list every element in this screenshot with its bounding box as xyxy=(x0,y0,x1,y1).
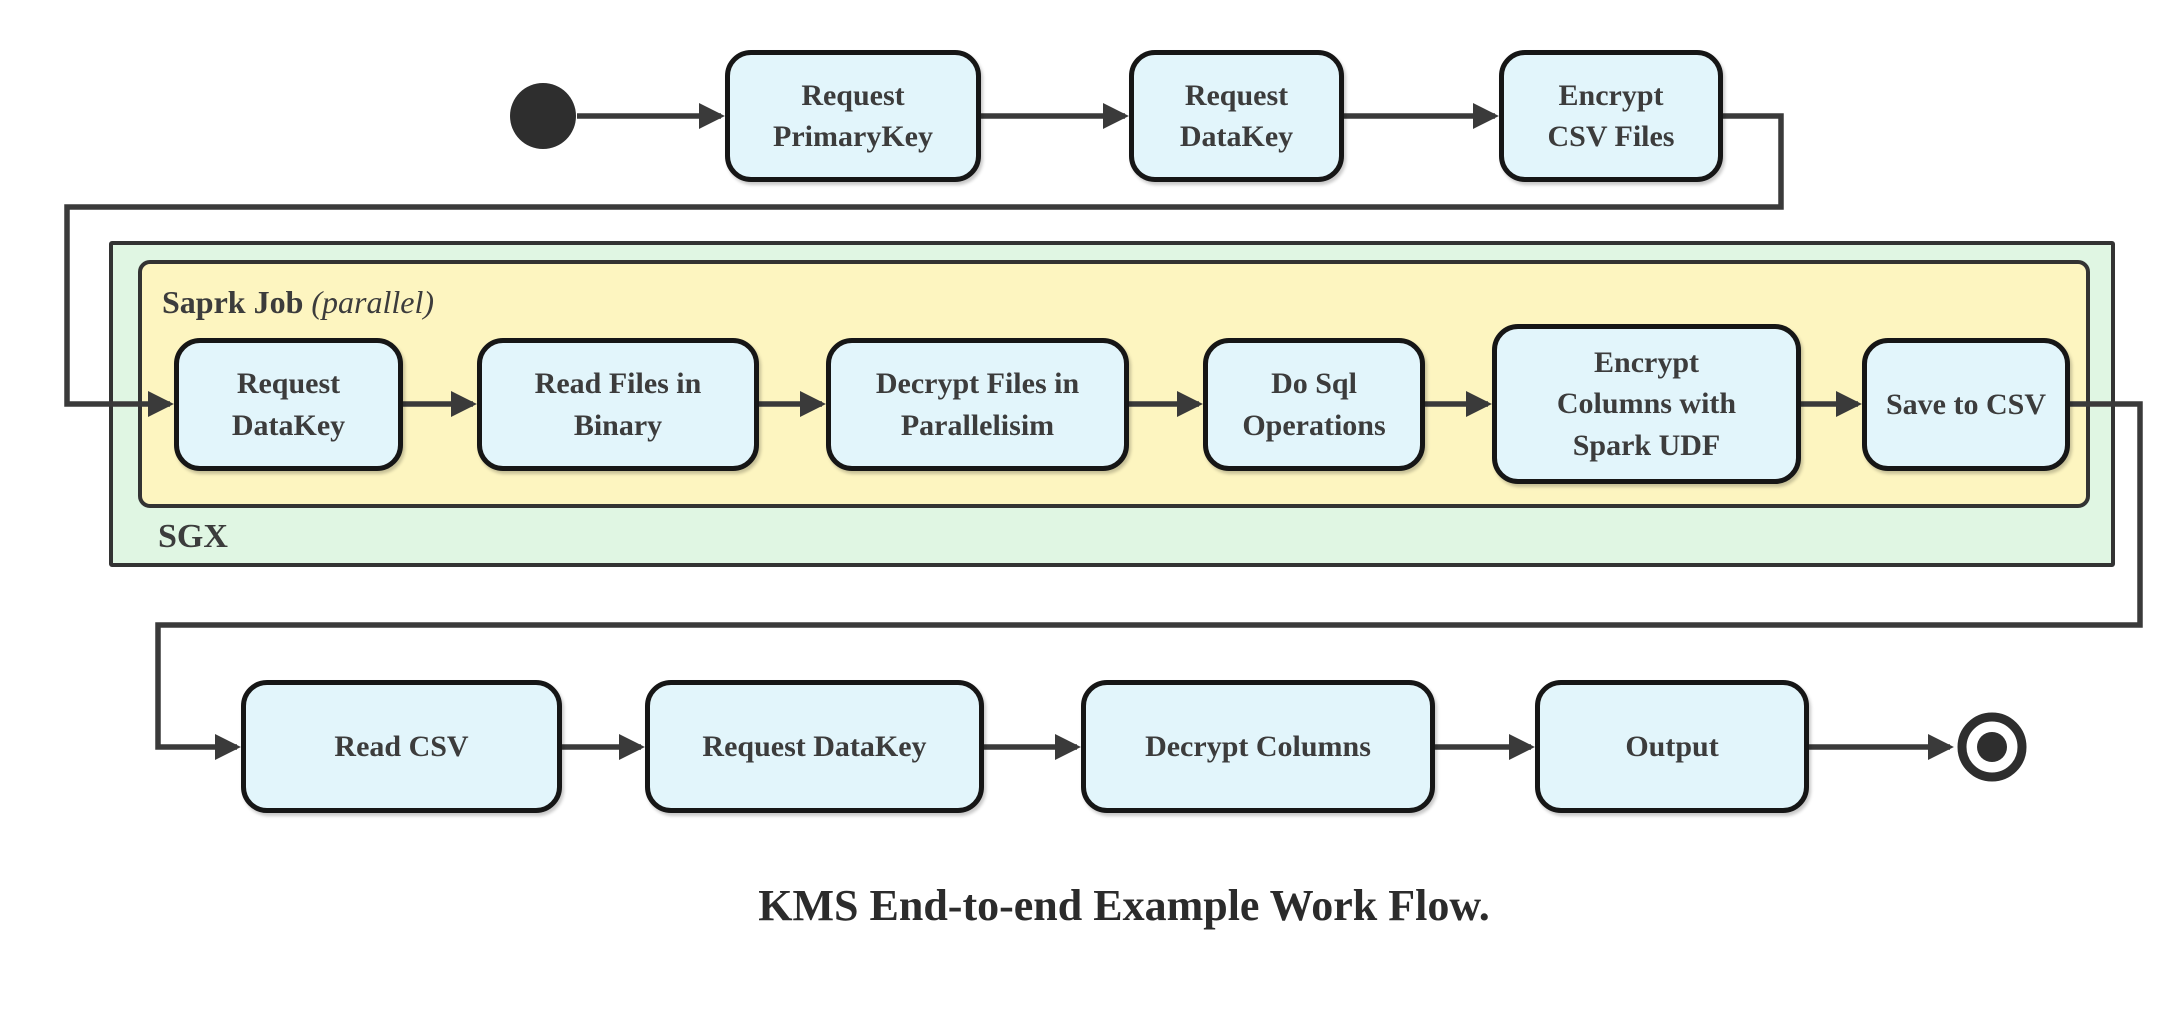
node-output: Output xyxy=(1535,680,1809,813)
spark-job-label-text: Saprk Job xyxy=(162,284,304,320)
start-node-icon xyxy=(510,83,576,149)
node-request-datakey-bottom: Request DataKey xyxy=(645,680,984,813)
node-request-primarykey: Request PrimaryKey xyxy=(725,50,981,182)
node-encrypt-csv-files: Encrypt CSV Files xyxy=(1499,50,1723,182)
diagram-caption: KMS End-to-end Example Work Flow. xyxy=(758,881,1490,930)
node-encrypt-columns-with-spark-udf: Encrypt Columns with Spark UDF xyxy=(1492,324,1801,484)
sgx-label: SGX xyxy=(158,518,228,556)
spark-job-parallel-label: (parallel) xyxy=(311,284,435,320)
spark-job-label: Saprk Job (parallel) xyxy=(162,284,434,321)
node-read-csv: Read CSV xyxy=(241,680,562,813)
node-request-datakey-top: Request DataKey xyxy=(1129,50,1344,182)
node-decrypt-columns: Decrypt Columns xyxy=(1081,680,1435,813)
node-save-to-csv: Save to CSV xyxy=(1862,338,2070,471)
end-node-outer-icon xyxy=(1957,712,2027,782)
sgx-label-text: SGX xyxy=(158,518,228,555)
end-node-inner-icon xyxy=(1977,732,2007,762)
node-do-sql-operations: Do Sql Operations xyxy=(1203,338,1425,471)
node-read-files-in-binary: Read Files in Binary xyxy=(477,338,759,471)
node-spark-request-datakey: Request DataKey xyxy=(174,338,403,471)
node-decrypt-files-in-parallelisim: Decrypt Files in Parallelisim xyxy=(826,338,1129,471)
